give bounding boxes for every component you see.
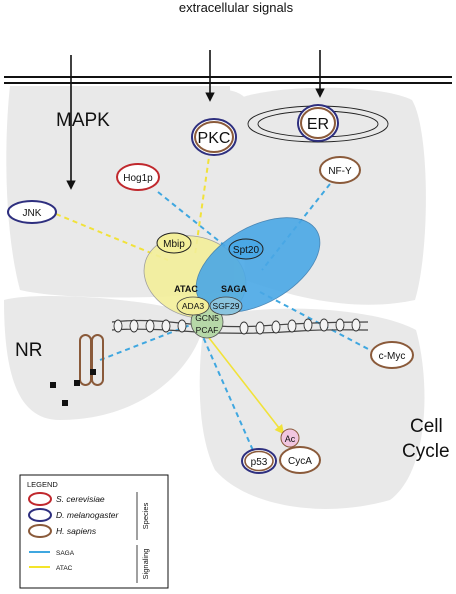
legend-signaling-atac: ATAC bbox=[56, 565, 73, 572]
legend-signaling-label: Signaling bbox=[141, 549, 150, 580]
legend-title: LEGEND bbox=[27, 480, 58, 489]
legend-species-label: Species bbox=[141, 502, 150, 529]
pkc-node-inner bbox=[194, 121, 234, 153]
p53-node-outer bbox=[241, 448, 277, 474]
pcaf-label: PCAF bbox=[196, 325, 219, 335]
cyca-node bbox=[279, 446, 321, 474]
cell-cycle-label-1: Cell bbox=[410, 416, 443, 437]
nfy-label: NF-Y bbox=[328, 166, 352, 177]
p53-node-inner bbox=[244, 450, 274, 472]
er-node-inner bbox=[300, 107, 336, 139]
cmyc-node bbox=[370, 341, 414, 369]
legend-signaling-saga: SAGA bbox=[56, 550, 75, 557]
jnk-node bbox=[7, 200, 57, 224]
gcn5-label: GCN5 bbox=[195, 313, 219, 323]
nr-label: NR bbox=[15, 340, 42, 361]
ada3-subunit bbox=[176, 296, 210, 316]
nucleosomes bbox=[113, 318, 361, 335]
er-label: ER bbox=[307, 116, 329, 133]
atac-cyca-arrow bbox=[205, 333, 285, 435]
sgf29-subunit bbox=[209, 296, 243, 316]
spt20-subunit bbox=[228, 238, 264, 260]
mbip-label: Mbip bbox=[163, 239, 185, 250]
hog1p-node bbox=[116, 163, 160, 191]
sgf29-label: SGF29 bbox=[213, 301, 240, 311]
title: extracellular signals bbox=[179, 0, 294, 15]
cmyc-label: c-Myc bbox=[379, 351, 406, 362]
hog1p-label: Hog1p bbox=[123, 173, 153, 184]
acetyl-mark bbox=[280, 428, 300, 448]
saga-label: SAGA bbox=[221, 284, 248, 294]
p53-saga-link bbox=[199, 329, 256, 456]
mbip-subunit bbox=[156, 232, 192, 254]
atac-label: ATAC bbox=[174, 284, 198, 294]
legend-species-yeast: S. cerevisiae bbox=[56, 494, 105, 504]
pkc-node-outer bbox=[191, 118, 237, 156]
legend-species-human: H. sapiens bbox=[56, 526, 97, 536]
chromatin-fiber-lower bbox=[111, 328, 369, 334]
p53-label: p53 bbox=[251, 457, 268, 468]
jnk-label: JNK bbox=[23, 208, 42, 219]
ac-label: Ac bbox=[285, 434, 296, 444]
mapk-label: MAPK bbox=[56, 110, 110, 131]
ada3-label: ADA3 bbox=[182, 301, 204, 311]
legend-species-human-swatch bbox=[28, 524, 52, 538]
cyca-label: CycA bbox=[288, 456, 312, 467]
cmyc-saga-link bbox=[259, 291, 371, 351]
legend-species-fly: D. melanogaster bbox=[56, 510, 120, 520]
nfy-node bbox=[319, 156, 361, 184]
er-node-outer bbox=[297, 104, 339, 142]
cell-cycle-label-2: Cycle bbox=[402, 441, 450, 462]
cell-cycle-region bbox=[199, 308, 425, 509]
nuclear-receptor-right bbox=[91, 334, 104, 386]
ligand-squares bbox=[50, 369, 96, 406]
pkc-label: PKC bbox=[198, 130, 231, 147]
legend-species-fly-swatch bbox=[28, 508, 52, 522]
legend-species-yeast-swatch bbox=[28, 492, 52, 506]
spt20-label: Spt20 bbox=[233, 245, 260, 256]
